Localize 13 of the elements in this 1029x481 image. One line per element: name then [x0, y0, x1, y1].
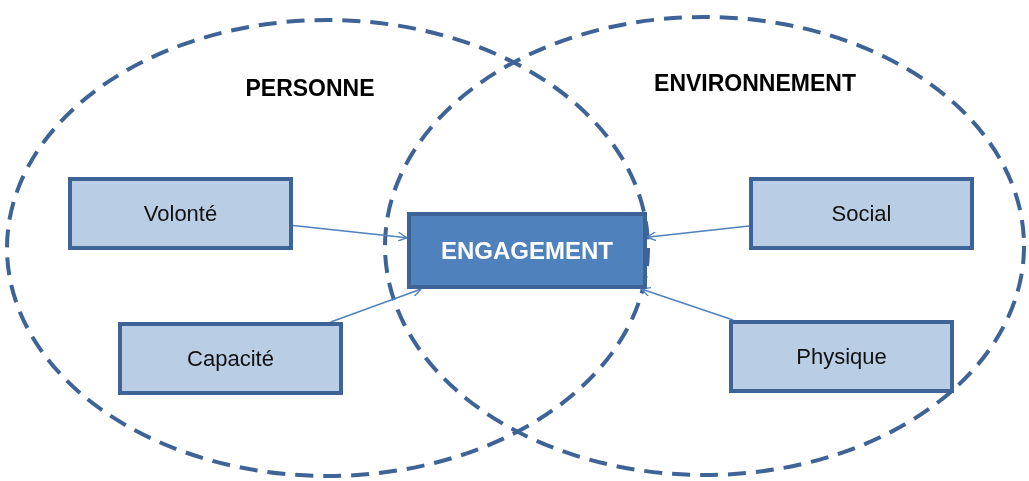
arrow	[640, 286, 734, 321]
factor-box: Social	[749, 177, 974, 250]
factor-box: Physique	[729, 320, 954, 393]
group-heading: PERSONNE	[245, 75, 375, 102]
factor-box: Volonté	[68, 177, 293, 250]
group-heading: ENVIRONNEMENT	[654, 70, 856, 97]
dashed-ellipse	[383, 15, 1026, 477]
arrow	[329, 287, 423, 323]
arrow	[292, 224, 408, 242]
factor-box: Capacité	[118, 322, 343, 395]
central-box: ENGAGEMENT	[407, 212, 647, 289]
arrow	[646, 225, 750, 242]
dashed-ellipse	[5, 18, 650, 478]
